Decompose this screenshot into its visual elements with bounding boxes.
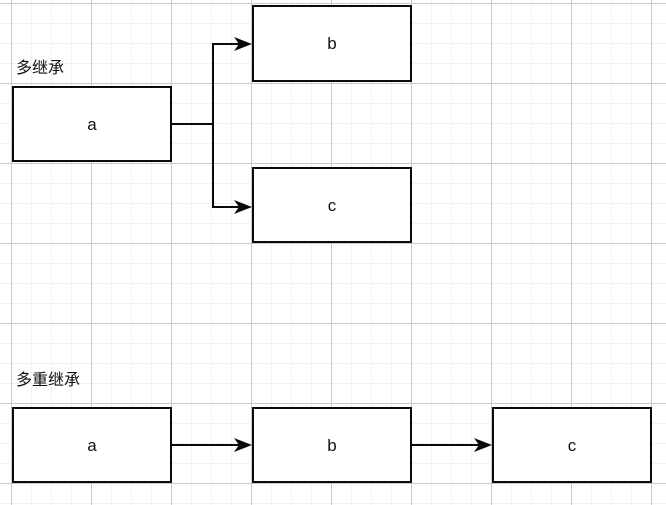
edge-a-to-c (212, 124, 243, 208)
arrowhead-bot-b-to-c (474, 438, 492, 452)
node-bot-c[interactable]: c (492, 407, 652, 483)
arrowhead-a-to-c (234, 200, 252, 214)
arrowhead-bot-a-to-b (234, 438, 252, 452)
node-top-a[interactable]: a (12, 86, 172, 162)
section-label-multilevel-inheritance: 多重继承 (16, 370, 81, 389)
edge-a-to-b (212, 43, 243, 124)
section-label-multiple-inheritance: 多继承 (16, 58, 65, 77)
node-top-b[interactable]: b (252, 5, 412, 82)
node-top-c[interactable]: c (252, 167, 412, 243)
node-bot-b[interactable]: b (252, 407, 412, 483)
node-bot-a[interactable]: a (12, 407, 172, 483)
arrowhead-a-to-b (234, 37, 252, 51)
